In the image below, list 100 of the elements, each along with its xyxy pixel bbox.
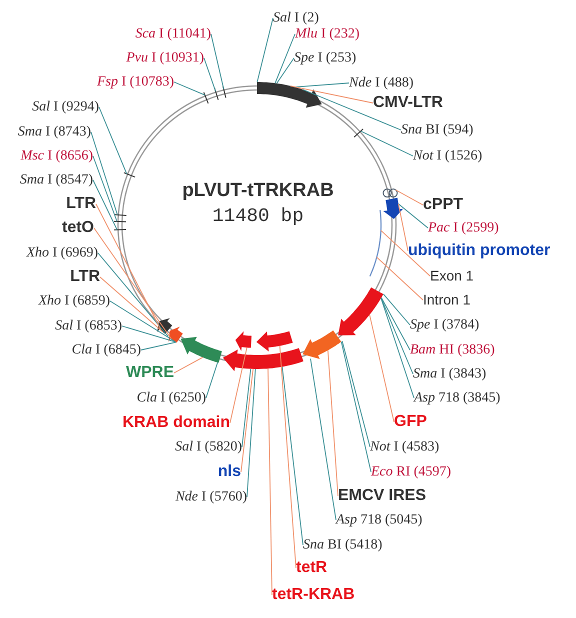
leader-line [246,368,256,498]
gene-block [256,331,293,352]
feature-label: LTR [66,195,96,213]
intron-arc [369,210,382,277]
leader-line [302,89,402,130]
leader-line [230,347,248,424]
restriction-site-label: Xho I (6859) [38,293,110,309]
gene-block [168,326,183,343]
restriction-site-label: Sal I (5820) [175,439,242,455]
leader-line [294,82,350,88]
leader-line [342,340,370,448]
leader-line [376,256,424,300]
leader-line [380,298,414,398]
restriction-site-label: Sma I (8743) [18,124,91,140]
leader-line [398,203,408,252]
feature-label: cPPT [423,196,464,214]
leader-line [122,326,176,342]
leader-line [380,298,414,374]
gene-block [257,82,322,108]
gene-block [302,330,342,359]
gene-block [222,348,304,372]
feature-label: tetR-KRAB [272,586,355,604]
feature-label: EMCV IRES [338,487,426,505]
feature-label: ubiquitin promoter [408,242,550,260]
restriction-site-label: Sca I (11041) [135,26,211,42]
gene-block [383,198,404,219]
leader-line [92,156,118,222]
leader-line [380,297,410,350]
leader-line [398,203,428,228]
feature-label: GFP [394,413,427,431]
feature-label: tetO [62,219,94,237]
restriction-site-label: Spe I (3784) [410,317,480,333]
plasmid-size: 11480 bp [212,205,304,227]
cppt-icon [382,188,398,198]
feature-label: WPRE [126,364,174,382]
leader-line [310,358,336,520]
leader-line [174,356,204,374]
restriction-site-label: Cla I (6250) [136,390,206,406]
leader-line [256,18,274,82]
restriction-site-label: Pac I (2599) [428,220,499,236]
gene-block [338,287,384,336]
leader-line [395,189,424,206]
restriction-site-label: Asp 718 (3845) [414,390,500,406]
leader-line [382,294,410,326]
feature-label: Exon 1 [430,268,474,284]
restriction-site-label: Sna BI (5418) [303,537,382,553]
leader-line [140,342,176,350]
feature-label: tetR [296,559,328,577]
leader-line [279,345,296,568]
leader-line [276,58,294,84]
leader-line [96,204,162,332]
leader-line [98,106,128,174]
restriction-site-label: Mlu I (232) [295,26,360,42]
restriction-site-label: Spe I (253) [294,50,356,66]
restriction-site-label: Sna BI (594) [401,122,474,138]
feature-label: LTR [70,268,100,286]
leader-line [268,368,272,596]
leader-line [92,180,118,230]
restriction-site-label: Nde I (5760) [175,489,247,505]
leader-line [327,350,338,496]
restriction-site-label: Asp 718 (5045) [336,512,422,528]
leader-line [90,132,118,216]
restriction-site-label: Sma I (8547) [20,172,93,188]
feature-label: CMV-LTR [373,94,443,112]
leader-line [98,252,169,337]
restriction-site-label: Not I (4583) [370,439,440,455]
restriction-site-label: Cla I (6845) [72,342,141,358]
leader-line [290,85,374,104]
restriction-site-label: Nde I (488) [349,75,414,91]
leader-line [174,82,206,96]
restriction-site-label: Sal I (2) [273,10,319,26]
restriction-site-label: Pvu I (10931) [126,50,204,66]
gene-block [235,331,252,351]
leader-line [100,276,164,332]
feature-label: KRAB domain [122,414,230,432]
restriction-site-label: Sma I (3843) [413,366,486,382]
leader-line [242,368,252,448]
leader-line [94,228,172,340]
leader-line [204,58,216,92]
leader-line [240,368,254,472]
restriction-site-label: Sal I (6853) [55,318,122,334]
restriction-site-label: Fsp I (10783) [97,74,174,90]
leader-line [206,362,218,398]
leader-line [274,34,296,84]
restriction-site-label: Xho I (6969) [26,245,98,261]
plasmid-name: pLVUT-tTRKRAB [182,180,334,201]
restriction-site-label: Eco RI (4597) [371,464,452,480]
gene-block [157,318,172,334]
restriction-site-label: Sal I (9294) [32,99,99,115]
feature-label: Intron 1 [423,292,470,308]
leader-line [110,300,176,342]
gene-block [180,336,222,363]
leader-line [369,314,394,422]
leader-line [282,366,304,546]
leader-line [340,341,372,472]
restriction-site-label: Bam HI (3836) [410,342,495,358]
restriction-site-label: Not I (1526) [413,148,482,164]
feature-label: nls [218,463,241,481]
restriction-site-label: Msc I (8656) [20,148,93,164]
leader-line [360,130,414,156]
